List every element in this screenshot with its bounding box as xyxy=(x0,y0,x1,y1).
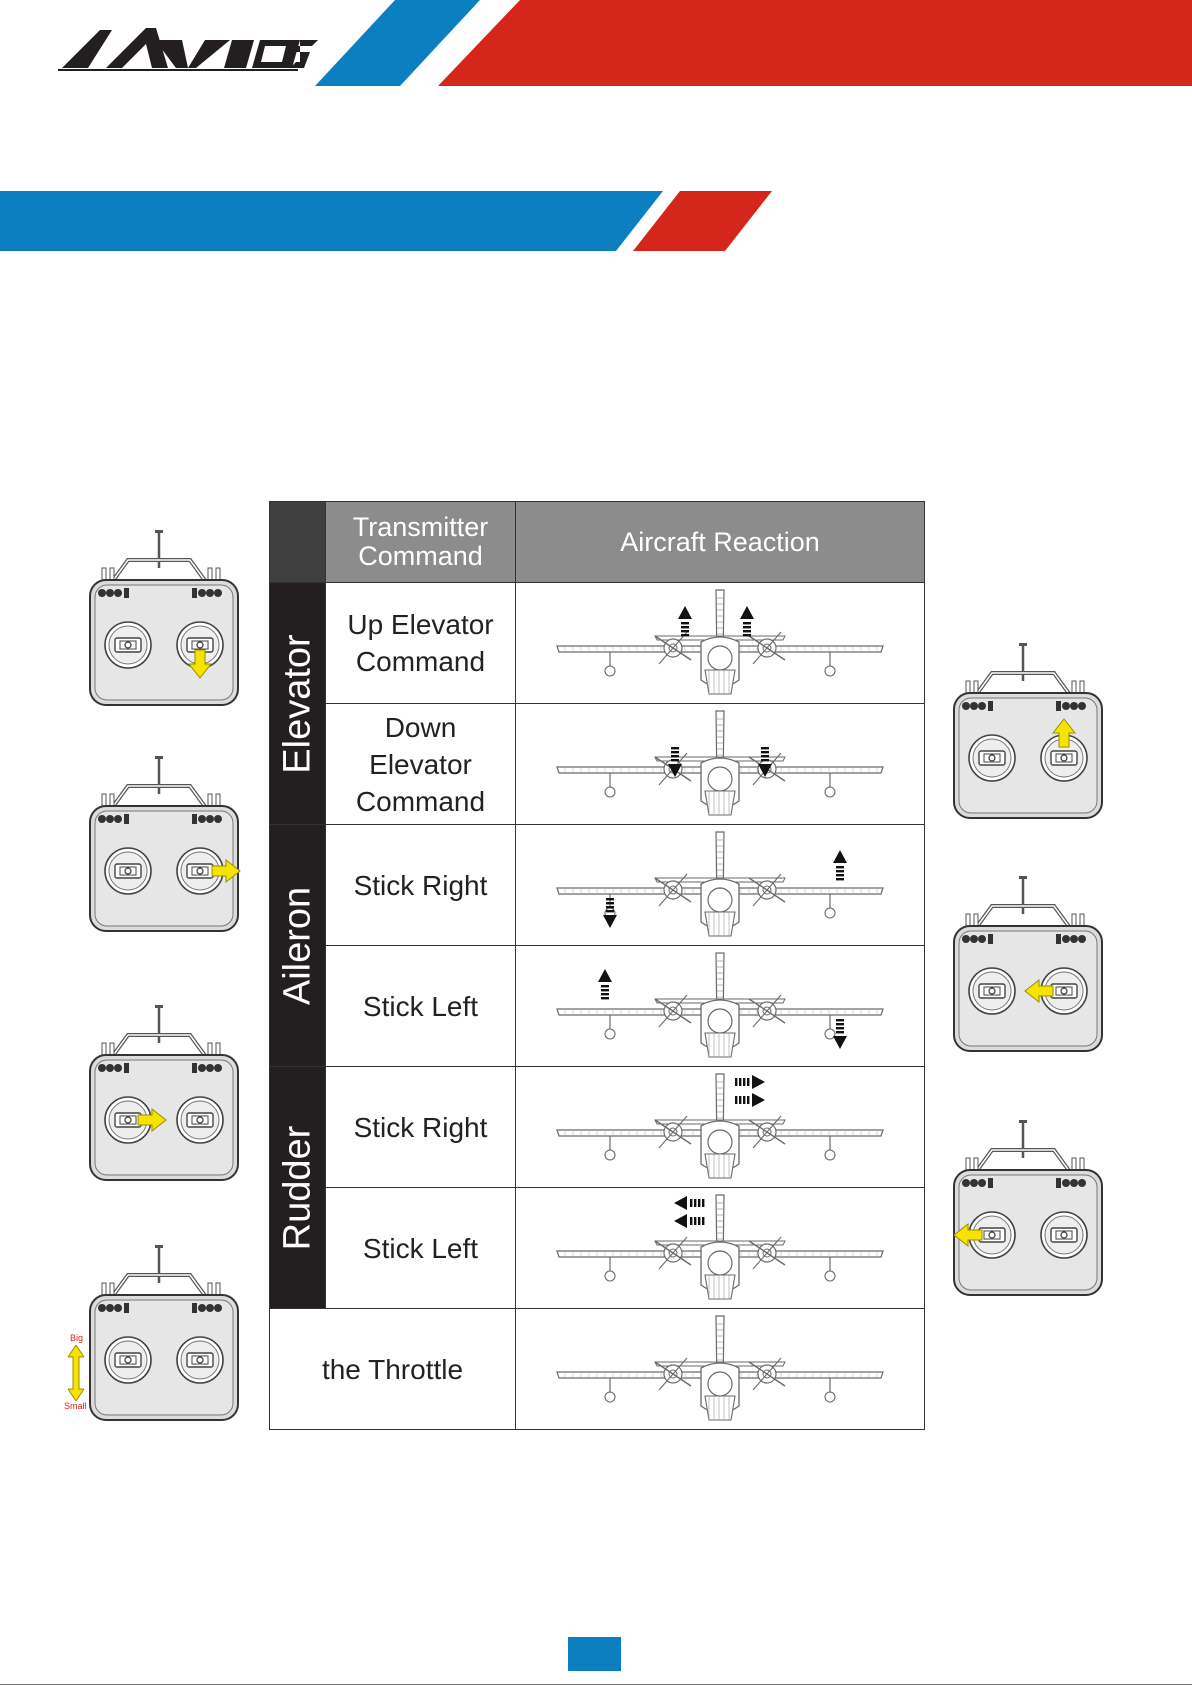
aircraft-diagram xyxy=(555,705,885,823)
transmitter-rudder-left-icon xyxy=(952,1120,1114,1320)
group-aileron: Aileron xyxy=(270,825,326,1067)
reaction-cell xyxy=(516,825,925,946)
throttle-small-label: Small xyxy=(64,1401,87,1411)
table-row: Down Elevator Command xyxy=(270,704,925,825)
page-number-badge xyxy=(568,1637,621,1671)
arrow-right-icon xyxy=(735,1093,765,1107)
aircraft-front-view xyxy=(557,953,883,1057)
table-header-row: Transmitter Command Aircraft Reaction xyxy=(270,502,925,583)
transmitter-body xyxy=(90,1245,238,1420)
transmitter-body xyxy=(954,1120,1102,1295)
header-transmitter-command: Transmitter Command xyxy=(326,502,516,583)
command-cell: Stick Right xyxy=(326,825,516,946)
transmitter-body xyxy=(90,1005,238,1180)
table-row: Rudder Stick Right xyxy=(270,1067,925,1188)
arrow-up-icon xyxy=(598,969,612,999)
arrow-right-icon xyxy=(735,1075,765,1089)
double-arrow-icon xyxy=(68,1345,84,1401)
group-elevator: Elevator xyxy=(270,583,326,825)
table-row: Stick Left xyxy=(270,1188,925,1309)
table-row: the Throttle xyxy=(270,1309,925,1430)
transmitter-throttle-icon xyxy=(88,1245,250,1445)
aircraft-diagram xyxy=(555,1310,885,1428)
transmitter-body xyxy=(954,876,1102,1051)
aircraft-diagram xyxy=(555,1068,885,1186)
arrow-left-icon xyxy=(674,1196,704,1210)
aircraft-front-view xyxy=(557,1316,883,1420)
transmitter-up-elevator-icon xyxy=(88,530,250,710)
reaction-cell xyxy=(516,946,925,1067)
header-aircraft-reaction: Aircraft Reaction xyxy=(516,502,925,583)
aircraft-front-view xyxy=(557,832,883,936)
throttle-indicator: Big Small xyxy=(60,1333,96,1413)
control-reaction-table: Transmitter Command Aircraft Reaction El… xyxy=(269,501,925,1430)
avios-logo xyxy=(58,28,318,71)
reaction-cell xyxy=(516,1188,925,1309)
throttle-big-label: Big xyxy=(70,1333,83,1343)
arrow-up-icon xyxy=(833,850,847,880)
reaction-cell xyxy=(516,1309,925,1430)
aircraft-diagram xyxy=(555,584,885,702)
header-red-stripe xyxy=(438,0,1192,86)
command-cell: Stick Right xyxy=(326,1067,516,1188)
transmitter-rudder-right-icon xyxy=(88,1005,250,1205)
transmitter-aileron-right-icon xyxy=(88,756,250,956)
aircraft-front-view xyxy=(557,1074,883,1178)
arrow-up-icon xyxy=(678,606,692,636)
transmitter-body xyxy=(90,756,240,931)
table-row: Stick Left xyxy=(270,946,925,1067)
transmitter-down-elevator-icon xyxy=(952,643,1114,843)
aircraft-diagram xyxy=(555,1189,885,1307)
movement-arrows xyxy=(735,1075,765,1107)
movement-arrows xyxy=(674,1196,704,1228)
table-row: Aileron Stick Right xyxy=(270,825,925,946)
reaction-cell xyxy=(516,583,925,704)
group-rudder: Rudder xyxy=(270,1067,326,1309)
transmitter-body xyxy=(954,643,1102,818)
aircraft-front-view xyxy=(557,590,883,694)
transmitter-aileron-left-icon xyxy=(952,876,1114,1076)
reaction-cell xyxy=(516,1067,925,1188)
aircraft-diagram xyxy=(555,947,885,1065)
aircraft-diagram xyxy=(555,826,885,944)
command-cell: Stick Left xyxy=(326,946,516,1067)
reaction-cell xyxy=(516,704,925,825)
aircraft-front-view xyxy=(557,1195,883,1299)
aircraft-front-view xyxy=(557,711,883,815)
command-cell: Stick Left xyxy=(326,1188,516,1309)
table-row: Elevator Up Elevator Command xyxy=(270,583,925,704)
header-banner xyxy=(0,0,1192,260)
section-blue-bar xyxy=(0,191,663,251)
table-corner-cell xyxy=(270,502,326,583)
command-cell: Up Elevator Command xyxy=(326,583,516,704)
transmitter-body xyxy=(90,530,238,705)
arrow-left-icon xyxy=(674,1214,704,1228)
command-cell-throttle: the Throttle xyxy=(270,1309,516,1430)
command-cell: Down Elevator Command xyxy=(326,704,516,825)
arrow-up-icon xyxy=(740,606,754,636)
